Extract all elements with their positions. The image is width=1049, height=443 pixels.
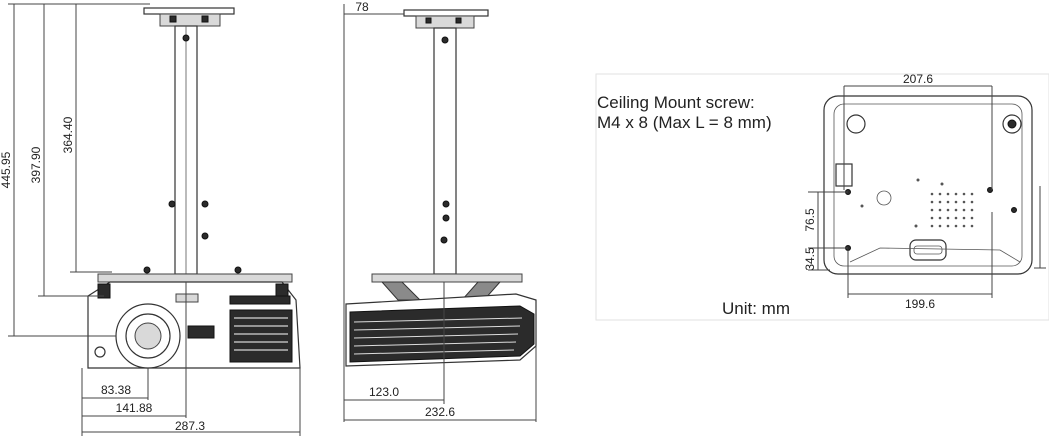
side-view: 78 123.0 232.6 [343,0,537,422]
bottom-projector-outline [823,95,1033,275]
side-mount-arm-left [380,281,422,301]
front-control-strip [229,295,291,305]
bottom-width-bottom-label: 199.6 [905,297,935,311]
side-bracket-screw-right [455,17,462,24]
bottom-adjust-foot-inner [913,245,943,255]
bottom-front-edge [849,247,1021,263]
bottom-vent-grid [930,192,974,228]
front-mount-plate [97,273,293,283]
side-ceiling-plate [403,9,489,17]
side-pole-screw-2 [442,200,450,208]
bottom-height-label-2: 34.5 [803,247,817,271]
side-mount-plate [371,273,523,283]
side-top-dim-label: 78 [355,0,369,14]
bottom-inner-outline [833,103,1023,267]
front-pole-screw-2 [201,200,209,208]
front-ceiling-plate [143,7,235,15]
front-height-dim-label-1: 445.95 [0,151,13,188]
front-plate-screw-right [234,266,242,274]
front-view: 445.95 397.90 364.40 83.38 141.88 287.3 [0,3,301,436]
side-projector-shell [349,305,535,363]
front-bracket-screw-left [169,15,177,23]
bottom-height-label-1: 76.5 [803,208,817,232]
front-pole-screw-3 [201,232,209,240]
side-vent-lines [353,317,523,355]
bottom-adjust-foot [909,239,947,261]
front-bracket-screw-right [201,15,209,23]
bottom-foot-top-right-center [1007,119,1017,129]
front-width-dim-label-2: 141.88 [116,401,153,415]
front-ir-sensor [94,346,106,358]
front-top-button [175,293,199,303]
side-ceiling-bracket [415,15,475,29]
front-vent-slots [234,317,288,351]
front-lens-glass [134,322,162,350]
front-width-dim-label-1: 83.38 [101,383,131,397]
front-height-dim-label-3: 364.40 [61,116,75,153]
front-vent-grille [229,309,293,363]
front-foot-left [97,283,111,299]
side-width-dim-label-1: 123.0 [369,385,399,399]
front-height-dim-label-2: 397.90 [29,146,43,183]
front-ceiling-bracket [159,13,221,27]
front-brand-logo [187,325,215,339]
side-pole-screw-3 [442,214,450,222]
bottom-screw-hole-center [876,190,892,206]
front-width-dim-label-3: 287.3 [175,419,205,433]
front-plate-screw-left [143,266,151,274]
mount-hole-right [1011,207,1017,213]
screw-caption-line-1: Ceiling Mount screw: [597,93,755,112]
bottom-width-top-label: 207.6 [903,72,933,86]
bottom-view: Ceiling Mount screw: M4 x 8 (Max L = 8 m… [595,72,1049,321]
front-pole-screw-4 [168,200,176,208]
side-bracket-screw-left [425,17,432,24]
front-pole-screw-1 [182,34,190,42]
side-pole-screw-4 [440,236,448,244]
side-width-dim-label-2: 232.6 [425,405,455,419]
unit-label: Unit: mm [722,299,790,318]
side-pole-screw-1 [441,36,449,44]
screw-caption-line-2: M4 x 8 (Max L = 8 mm) [597,113,772,132]
bottom-foot-top-left [846,114,866,134]
